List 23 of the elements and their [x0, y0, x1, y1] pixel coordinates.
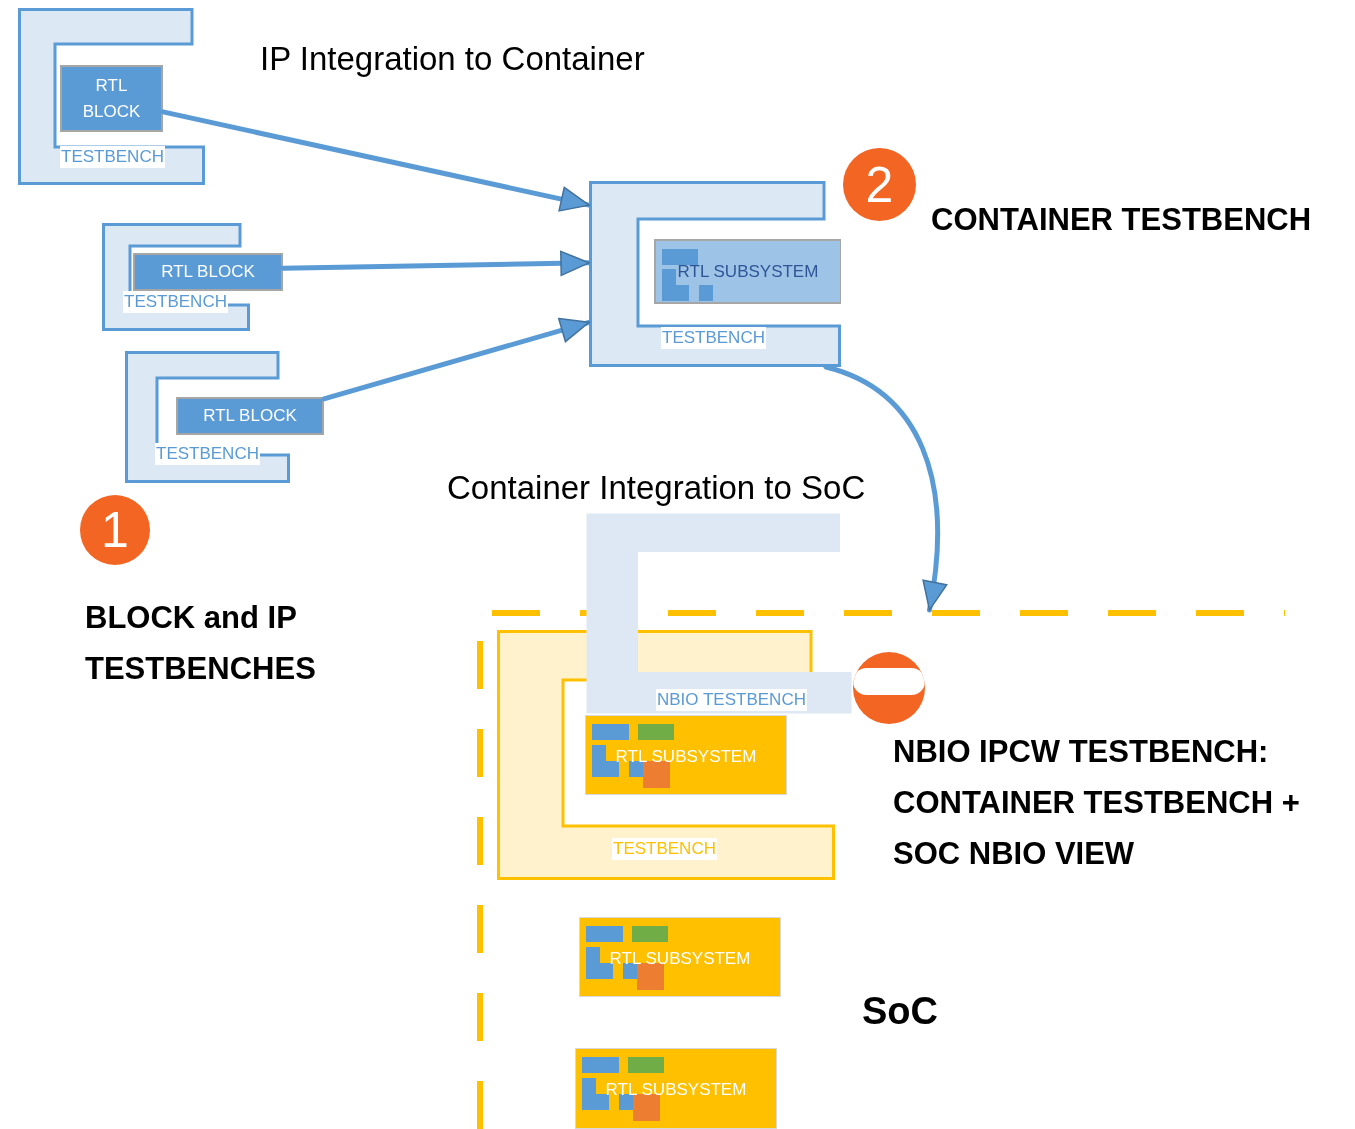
rtl-block: RTL BLOCK — [133, 253, 283, 291]
testbench-label: TESTBENCH — [60, 146, 165, 168]
rtl-subsystem: RTL SUBSYSTEM — [585, 715, 787, 795]
arrow — [280, 250, 592, 277]
step-caption: NBIO IPCW TESTBENCH: CONTAINER TESTBENCH + SOC NBIO VIEW — [893, 733, 1301, 874]
rtl-subsystem: RTL SUBSYSTEM — [579, 917, 781, 997]
arrow — [160, 109, 592, 212]
arrow — [321, 317, 592, 402]
testbench-label: TESTBENCH — [661, 327, 766, 349]
section-heading: Container Integration to SoC — [447, 468, 866, 508]
step-caption: BLOCK and IP TESTBENCHES — [85, 599, 317, 689]
testbench-label: TESTBENCH — [123, 291, 228, 313]
rtl-block: RTL BLOCK — [60, 65, 163, 132]
testbench-label: TESTBENCH — [155, 443, 260, 465]
rtl-block: RTL BLOCK — [176, 397, 324, 435]
arrow — [823, 364, 947, 613]
region-title: SoC — [862, 989, 938, 1034]
step-caption: CONTAINER TESTBENCH — [931, 201, 1313, 239]
testbench-label: TESTBENCH — [612, 838, 717, 860]
testbench-label: NBIO TESTBENCH — [656, 689, 807, 711]
rtl-subsystem: RTL SUBSYSTEM — [575, 1048, 777, 1129]
section-heading: IP Integration to Container — [260, 39, 645, 79]
rtl-subsystem: RTL SUBSYSTEM — [654, 239, 841, 304]
